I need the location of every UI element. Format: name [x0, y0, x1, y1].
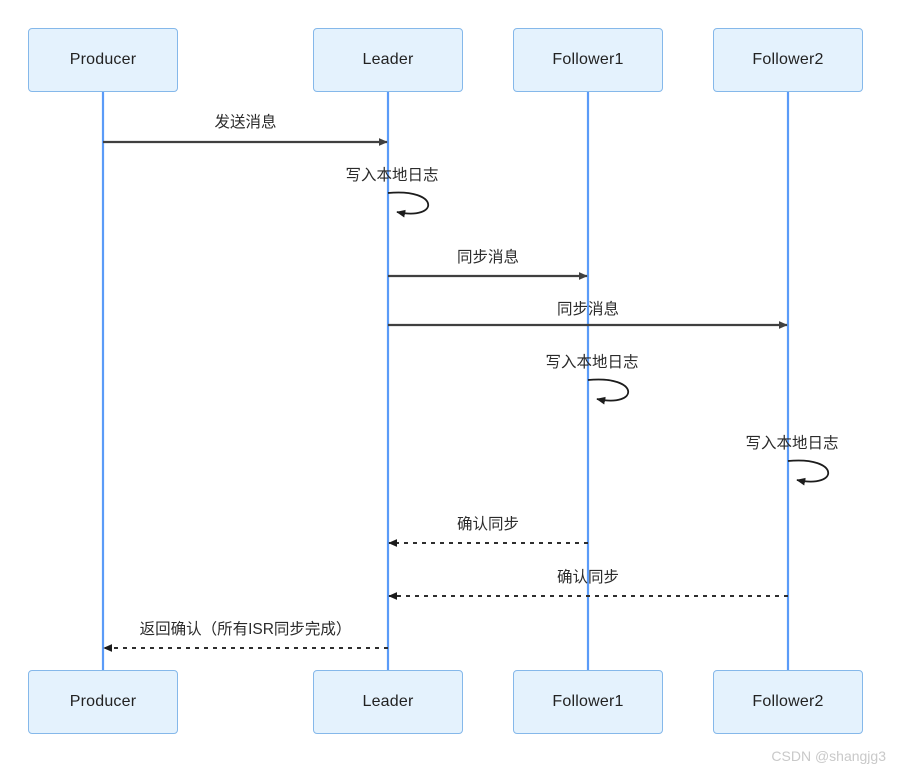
message-label-m7: 确认同步 [456, 516, 520, 533]
watermark: CSDN @shangjg3 [771, 748, 886, 764]
message-label-m3: 同步消息 [456, 249, 520, 266]
message-label-m8: 确认同步 [556, 569, 620, 586]
participant-box-top-producer[interactable]: Producer [28, 28, 178, 92]
participant-label: Follower1 [552, 51, 624, 68]
message-label-m1: 发送消息 [214, 114, 277, 131]
participant-box-top-leader[interactable]: Leader [313, 28, 463, 92]
message-label-m9: 返回确认（所有ISR同步完成） [139, 621, 352, 638]
message-label-m2: 写入本地日志 [345, 167, 439, 184]
participant-label: Follower2 [752, 693, 824, 710]
message-label-m5: 写入本地日志 [545, 354, 639, 371]
self-message-m6 [787, 459, 830, 486]
message-label-m4: 同步消息 [556, 301, 620, 318]
participant-box-bottom-leader[interactable]: Leader [313, 670, 463, 734]
self-message-m2 [387, 191, 430, 218]
lifelines-group [101, 92, 790, 670]
participant-box-bottom-follower2[interactable]: Follower2 [713, 670, 863, 734]
participant-label: Leader [362, 51, 414, 68]
participant-box-top-follower1[interactable]: Follower1 [513, 28, 663, 92]
message-arrows-group [103, 138, 830, 652]
participant-label: Leader [362, 693, 414, 710]
participant-label: Producer [69, 693, 137, 710]
participant-label: Follower1 [552, 693, 624, 710]
self-message-m5 [587, 378, 630, 405]
participant-box-bottom-follower1[interactable]: Follower1 [513, 670, 663, 734]
participant-label: Follower2 [752, 51, 824, 68]
message-label-m6: 写入本地日志 [745, 435, 839, 452]
participant-box-top-follower2[interactable]: Follower2 [713, 28, 863, 92]
participant-label: Producer [69, 51, 137, 68]
participant-box-bottom-producer[interactable]: Producer [28, 670, 178, 734]
